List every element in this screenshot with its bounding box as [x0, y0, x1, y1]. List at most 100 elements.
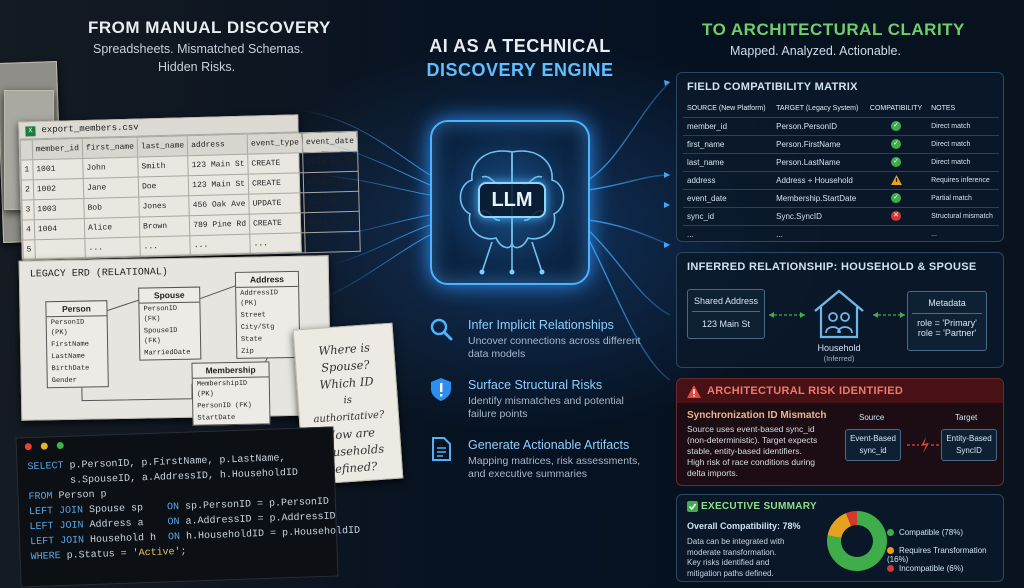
- matrix-header-cell: COMPATIBILITY: [869, 105, 923, 113]
- left-title: FROM MANUAL DISCOVERY: [88, 18, 331, 37]
- feature-artifacts-desc: Mapping matrices, risk assessments, and …: [468, 455, 641, 480]
- legend-swatch-transform: [887, 547, 894, 555]
- matrix-note: Structural mismatch: [927, 206, 999, 225]
- matrix-target: Address + Household: [772, 170, 866, 189]
- matrix-status: ✓: [865, 152, 928, 171]
- matrix-status: ✕: [865, 206, 928, 225]
- matrix-note: Requires inference: [927, 170, 999, 189]
- risk-source-label: Source: [859, 413, 885, 422]
- document-icon: [432, 437, 451, 461]
- llm-label: LLM: [491, 189, 533, 211]
- shield-alert-icon: [431, 378, 451, 401]
- x-icon: ✕: [891, 211, 902, 221]
- feature-artifacts: Generate Actionable Artifacts Mapping ma…: [428, 436, 648, 486]
- matrix-status: [865, 224, 928, 243]
- warning-icon: [890, 175, 902, 185]
- matrix-note: Direct match: [927, 152, 999, 171]
- warning-triangle-icon: [687, 385, 701, 398]
- matrix-note: Partial match: [927, 188, 999, 207]
- matrix-table: SOURCE (New Platform) TARGET (Legacy Syst…: [683, 101, 999, 243]
- legend-swatch-incompatible: [887, 565, 894, 573]
- feature-infer-title: Infer Implicit Relationships: [468, 318, 614, 332]
- feature-risks-title: Surface Structural Risks: [468, 378, 603, 392]
- feature-infer: Infer Implicit Relationships Uncover con…: [428, 316, 648, 366]
- relationship-title: INFERRED RELATIONSHIP: HOUSEHOLD & SPOUS…: [687, 261, 977, 273]
- check-icon: ✓: [891, 139, 902, 149]
- llm-label-box: LLM: [478, 182, 546, 218]
- inferred-relationship: INFERRED RELATIONSHIP: HOUSEHOLD & SPOUS…: [676, 252, 1004, 368]
- architectural-risk: ARCHITECTURAL RISK IDENTIFIED Synchroniz…: [676, 378, 1004, 486]
- executive-summary: EXECUTIVE SUMMARY Overall Compatibility:…: [676, 494, 1004, 582]
- legend-swatch-compatible: [887, 529, 894, 537]
- feature-risks: Surface Structural Risks Identify mismat…: [428, 376, 648, 426]
- shared-address-box: Shared Address 123 Main St: [687, 289, 765, 339]
- left-subtitle-2: Hidden Risks.: [158, 60, 236, 74]
- legend-incompatible: Incompatible (6%): [887, 564, 963, 573]
- matrix-status: ✓: [865, 116, 928, 135]
- matrix-target: ...: [772, 224, 866, 243]
- matrix-source: ...: [683, 224, 773, 243]
- matrix-source: member_id: [683, 116, 773, 135]
- matrix-source: address: [683, 170, 773, 189]
- matrix-source: first_name: [683, 134, 773, 153]
- center-title-2: DISCOVERY ENGINE: [426, 60, 614, 80]
- matrix-source: event_date: [683, 188, 773, 207]
- metadata-box: Metadata role = 'Primary' role = 'Partne…: [907, 291, 987, 351]
- center-title-1: AI AS A TECHNICAL: [429, 36, 611, 56]
- feature-risks-desc: Identify mismatches and potential failur…: [468, 395, 624, 420]
- donut-slice: [845, 511, 857, 527]
- metadata-line-1: role = 'Primary': [917, 318, 977, 328]
- matrix-target: Membership.StartDate: [772, 188, 866, 207]
- risk-header-bar: [677, 379, 1003, 403]
- legend-transform: Requires Transformation (16%): [887, 546, 987, 564]
- matrix-note: Direct match: [927, 116, 999, 135]
- legacy-erd: LEGACY ERD (RELATIONAL) Person PersonID …: [18, 255, 332, 426]
- magnifier-icon: [430, 318, 453, 341]
- mismatch-icon: [907, 437, 943, 453]
- household-label: Household: [817, 343, 861, 353]
- shared-address-value: 123 Main St: [701, 319, 751, 329]
- risk-desc: Source uses event-based sync_id(non-dete…: [687, 424, 818, 478]
- matrix-source: sync_id: [683, 206, 773, 225]
- llm-chip: LLM: [430, 120, 590, 285]
- donut-slice: [827, 513, 852, 539]
- matrix-status: ✓: [865, 134, 928, 153]
- matrix-target: Sync.SyncID: [772, 206, 866, 225]
- risk-title: ARCHITECTURAL RISK IDENTIFIED: [707, 385, 904, 397]
- donut-slice: [827, 511, 887, 571]
- risk-heading: Synchronization ID Mismatch: [687, 410, 827, 421]
- check-icon: ✓: [891, 193, 902, 203]
- relationship-arrows: [769, 312, 905, 318]
- matrix-header-cell: SOURCE (New Platform): [687, 105, 766, 113]
- metadata-line-2: role = 'Partner': [917, 328, 977, 338]
- matrix-status: [865, 170, 928, 189]
- matrix-target: Person.PersonID: [772, 116, 866, 135]
- summary-title: EXECUTIVE SUMMARY: [701, 501, 817, 512]
- check-icon: ✓: [891, 157, 902, 167]
- left-subtitle-1: Spreadsheets. Mismatched Schemas.: [93, 42, 304, 56]
- matrix-target: Person.LastName: [772, 152, 866, 171]
- matrix-target: Person.FirstName: [772, 134, 866, 153]
- summary-compat: Overall Compatibility: 78%: [687, 521, 801, 531]
- legend-compatible: Compatible (78%): [887, 528, 963, 537]
- matrix-row: .........: [683, 224, 999, 243]
- household-sub: (Inferred): [823, 354, 855, 363]
- matrix-status: ✓: [865, 188, 928, 207]
- compatibility-donut: [827, 511, 887, 571]
- matrix-header-row: SOURCE (New Platform) TARGET (Legacy Syst…: [683, 101, 999, 117]
- feature-artifacts-title: Generate Actionable Artifacts: [468, 438, 630, 452]
- risk-target-label: Target: [955, 413, 978, 422]
- check-icon: ✓: [891, 121, 902, 131]
- matrix-header-cell: TARGET (Legacy System): [776, 105, 859, 113]
- metadata-label: Metadata: [928, 298, 966, 308]
